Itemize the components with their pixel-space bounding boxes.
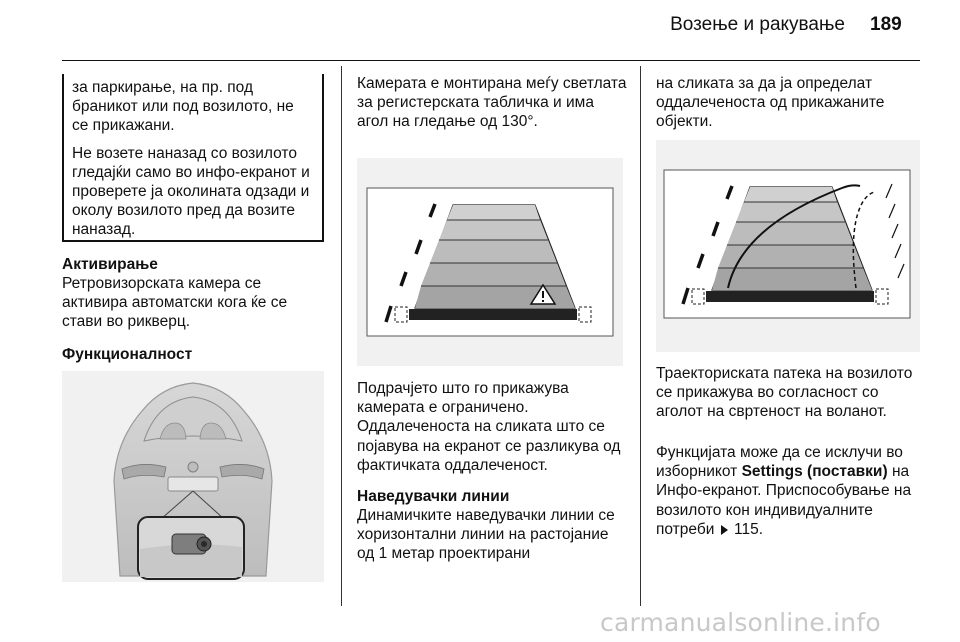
camera-intro-text: Камерата е монтирана меѓу светлата за ре… bbox=[357, 75, 627, 131]
camera-intro-block: Камерата е монтирана меѓу светлата за ре… bbox=[357, 74, 629, 132]
camera-distance-text: Оддалеченоста на сликата што се појавува… bbox=[357, 418, 621, 474]
page-reference-arrow-icon bbox=[720, 524, 728, 535]
guide-lines-section: Наведувачки линии Динамичките наведувачк… bbox=[357, 487, 629, 564]
functionality-heading: Функционалност bbox=[62, 346, 193, 363]
settings-block: Функцијата може да се исклучи во изборни… bbox=[656, 443, 922, 539]
settings-text-before: Функцијата може да се исклучи во изборни… bbox=[656, 444, 903, 481]
guide-lines-text: Динамичките наведувачки линии се хоризон… bbox=[357, 507, 615, 563]
car-rear-drawing bbox=[62, 371, 324, 582]
header-divider bbox=[62, 60, 920, 61]
warning-box: за паркирање, на пр. под браникот или по… bbox=[62, 74, 324, 242]
right-intro-text: на сликата за да ја определат оддалечено… bbox=[656, 75, 885, 131]
activation-heading: Активирање bbox=[62, 256, 158, 273]
trajectory-block: Траекториската патека на возилото се при… bbox=[656, 364, 922, 422]
watermark: carmanualsonline.info bbox=[600, 608, 881, 637]
page-header-title: Возење и ракување bbox=[670, 14, 845, 35]
settings-menu-label: Settings (поставки) bbox=[741, 463, 888, 481]
trajectory-diagram bbox=[656, 140, 920, 352]
trajectory-text: Траекториската патека на возилото се при… bbox=[656, 365, 913, 421]
column-divider-left bbox=[341, 66, 342, 606]
page-number: 189 bbox=[870, 14, 902, 35]
column-divider-right bbox=[640, 66, 641, 606]
camera-details-block: Подрачјето што го прикажува камерата е о… bbox=[357, 379, 629, 475]
guide-lines-screen-illustration bbox=[357, 158, 623, 366]
activation-section: Активирање Ретровизорската камера се акт… bbox=[62, 255, 328, 332]
settings-paragraph: Функцијата може да се исклучи во изборни… bbox=[656, 443, 922, 539]
activation-text: Ретровизорската камера се активира автом… bbox=[62, 275, 288, 331]
warning-paragraph-2: Не возете наназад со возилото гледајќи с… bbox=[72, 144, 310, 239]
rear-camera-illustration bbox=[62, 371, 324, 582]
trajectory-screen-illustration bbox=[656, 140, 920, 352]
settings-text-after: на Инфо-екранот. Приспособување на возил… bbox=[656, 463, 912, 538]
guide-lines-diagram bbox=[357, 158, 623, 366]
guide-lines-heading: Наведувачки линии bbox=[357, 488, 510, 505]
camera-range-text: Подрачјето што го прикажува камерата е о… bbox=[357, 380, 569, 417]
right-intro-block: на сликата за да ја определат оддалечено… bbox=[656, 74, 922, 132]
page-reference-link[interactable]: 115. bbox=[734, 520, 764, 538]
warning-paragraph-1: за паркирање, на пр. под браникот или по… bbox=[72, 79, 294, 135]
functionality-section: Функционалност bbox=[62, 345, 328, 364]
